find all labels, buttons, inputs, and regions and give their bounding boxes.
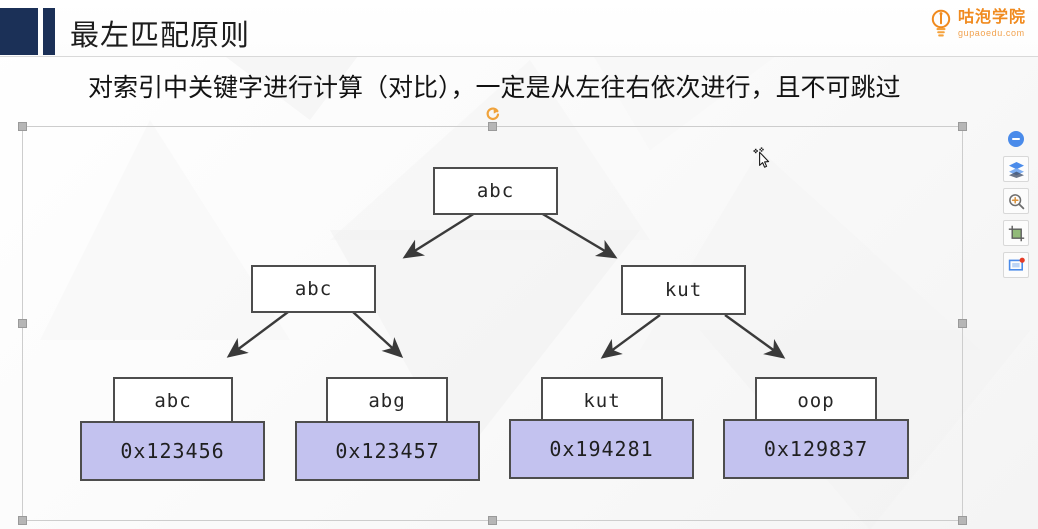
zoom-in-icon-button[interactable] bbox=[1003, 188, 1029, 214]
tree-leaf-pointer[interactable]: 0x194281 bbox=[509, 419, 694, 479]
tree-node-level2-left[interactable]: abc bbox=[251, 265, 376, 313]
layers-icon bbox=[1008, 161, 1024, 178]
header-divider bbox=[0, 56, 1038, 57]
logo-domain: gupaoedu.com bbox=[957, 28, 1025, 38]
logo-name-cn: 咕泡学院 bbox=[957, 9, 1026, 26]
title-accent-block-large bbox=[0, 8, 38, 55]
tree-leaf-pointer[interactable]: 0x123456 bbox=[80, 421, 265, 481]
move-cursor bbox=[752, 146, 778, 172]
minus-icon bbox=[1012, 138, 1020, 140]
resize-handle-middle-right[interactable] bbox=[958, 318, 967, 328]
btree-diagram: abc abc kut abc abg kut oop 0x123456 0x1… bbox=[23, 127, 962, 520]
tree-leaf-key[interactable]: kut bbox=[541, 377, 663, 425]
selected-picture-frame[interactable]: abc abc kut abc abg kut oop 0x123456 0x1… bbox=[18, 107, 967, 525]
lightbulb-icon bbox=[929, 9, 953, 39]
crop-icon bbox=[1008, 225, 1024, 241]
page-title: 最左匹配原则 bbox=[70, 20, 251, 52]
resize-handle-bottom-left[interactable] bbox=[18, 516, 27, 525]
present-icon bbox=[1008, 257, 1025, 271]
tree-leaf-key[interactable]: oop bbox=[755, 377, 877, 425]
tree-node-level2-right[interactable]: kut bbox=[621, 265, 746, 315]
zoom-in-icon bbox=[1008, 193, 1024, 209]
brand-logo: 咕泡学院 gupaoedu.com bbox=[929, 9, 1026, 39]
slide-body-text: 对索引中关键字进行计算（对比），一定是从左往右依次进行，且不可跳过 bbox=[88, 75, 901, 102]
background-polygon bbox=[40, 120, 290, 340]
tree-leaf-key[interactable]: abg bbox=[326, 377, 448, 425]
tree-node-root[interactable]: abc bbox=[433, 167, 558, 215]
tree-leaf-pointer[interactable]: 0x123457 bbox=[295, 421, 480, 481]
background-polygon bbox=[640, 150, 980, 350]
tree-leaf-key[interactable]: abc bbox=[113, 377, 233, 425]
tree-leaf-pointer[interactable]: 0x129837 bbox=[723, 419, 909, 479]
layers-icon-button[interactable] bbox=[1003, 156, 1029, 182]
rotate-handle[interactable] bbox=[484, 105, 502, 123]
resize-handle-middle-left[interactable] bbox=[18, 318, 27, 328]
collapse-rail-button[interactable] bbox=[1008, 131, 1024, 147]
slide-header bbox=[0, 0, 1038, 56]
resize-handle-top-right[interactable] bbox=[958, 122, 967, 131]
resize-handle-top-middle[interactable] bbox=[487, 122, 497, 131]
crop-icon-button[interactable] bbox=[1003, 220, 1029, 246]
resize-handle-bottom-right[interactable] bbox=[958, 516, 967, 525]
resize-handle-top-left[interactable] bbox=[18, 122, 27, 131]
title-accent-block-small bbox=[43, 8, 55, 55]
present-icon-button[interactable] bbox=[1003, 252, 1029, 278]
resize-handle-bottom-middle[interactable] bbox=[487, 516, 497, 525]
logo-text: 咕泡学院 gupaoedu.com bbox=[958, 10, 1026, 38]
floating-tool-rail[interactable] bbox=[1002, 131, 1030, 278]
